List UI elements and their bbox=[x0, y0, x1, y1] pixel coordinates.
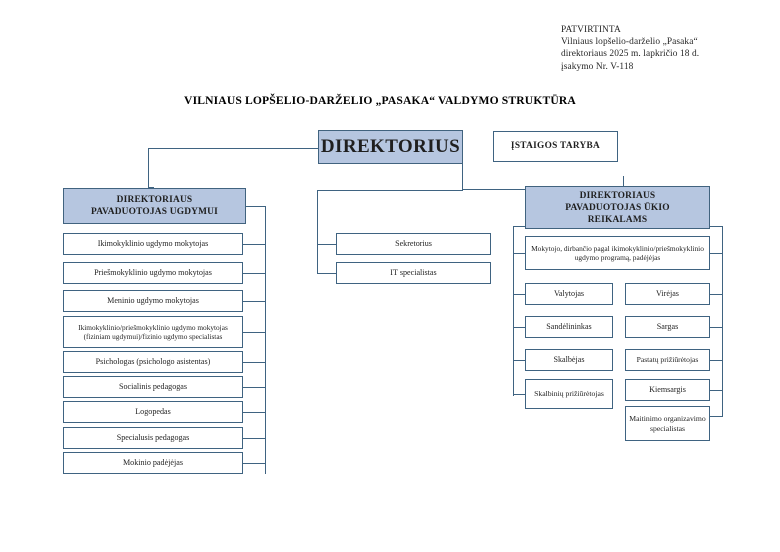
stub-rcola-1 bbox=[513, 327, 526, 329]
stub-center-1 bbox=[317, 273, 337, 275]
approval-line-3: direktoriaus 2025 m. lapkričio 18 d. bbox=[561, 49, 700, 60]
stub-center-0 bbox=[317, 244, 337, 246]
node-meninio-ugdymo-mokytojas[interactable]: Meninio ugdymo mokytojas bbox=[63, 290, 243, 312]
spine-left bbox=[265, 206, 267, 474]
node-socialinis-pedagogas[interactable]: Socialinis pedagogas bbox=[63, 376, 243, 398]
stub-rcolb-2 bbox=[710, 360, 723, 362]
connector-right-drop bbox=[623, 176, 625, 190]
node-kiemsargis[interactable]: Kiemsargis bbox=[625, 379, 710, 401]
node-skalbejas[interactable]: Skalbėjas bbox=[525, 349, 613, 371]
connector-left-drop bbox=[148, 148, 150, 188]
node-sandelininkas[interactable]: Sandėlininkas bbox=[525, 316, 613, 338]
approval-line-1: PATVIRTINTA bbox=[561, 25, 621, 35]
stub-center-top bbox=[317, 190, 463, 192]
node-logopedas[interactable]: Logopedas bbox=[63, 401, 243, 423]
approval-line-4: įsakymo Nr. V-118 bbox=[561, 61, 634, 72]
node-line-1: DIREKTORIAUS bbox=[579, 190, 656, 201]
stub-left-2 bbox=[243, 301, 266, 303]
stub-rcolb-0 bbox=[710, 294, 723, 296]
node-virejas[interactable]: Virėjas bbox=[625, 283, 710, 305]
node-skalbiniu-priziuretojas[interactable]: Skalbinių prižiūrėtojas bbox=[525, 379, 613, 409]
stub-left-0 bbox=[243, 244, 266, 246]
stub-left-6 bbox=[243, 412, 266, 414]
node-sekretorius[interactable]: Sekretorius bbox=[336, 233, 491, 255]
connector-left-into-head bbox=[148, 187, 154, 189]
stub-left-7 bbox=[243, 438, 266, 440]
node-mokytojo-padejejas[interactable]: Mokytojo, dirbančio pagal ikimokyklinio/… bbox=[525, 236, 710, 270]
connector-root-down bbox=[462, 164, 464, 190]
node-specialusis-pedagogas[interactable]: Specialusis pedagogas bbox=[63, 427, 243, 449]
stub-right-wide-right bbox=[710, 253, 723, 255]
node-it-specialistas[interactable]: IT specialistas bbox=[336, 262, 491, 284]
node-line-3: REIKALAMS bbox=[587, 214, 648, 225]
stub-rcola-2 bbox=[513, 360, 526, 362]
node-psichologas[interactable]: Psichologas (psichologo asistentas) bbox=[63, 351, 243, 373]
stub-left-3 bbox=[243, 332, 266, 334]
node-maitinimo-organizavimo-specialistas[interactable]: Maitinimo organizavimo specialistas bbox=[625, 406, 710, 441]
page-title: VILNIAUS LOPŠELIO-DARŽELIO „PASAKA“ VALD… bbox=[184, 94, 576, 107]
stub-left-1 bbox=[243, 273, 266, 275]
stub-rcola-3 bbox=[513, 394, 526, 396]
stub-rcolb-3 bbox=[710, 390, 723, 392]
node-fizinio-ugdymo-specialistas[interactable]: Ikimokyklinio/priešmokyklinio ugdymo mok… bbox=[63, 316, 243, 348]
stub-left-4 bbox=[243, 362, 266, 364]
stub-left-head bbox=[246, 206, 266, 208]
stub-left-5 bbox=[243, 387, 266, 389]
stub-rcola-0 bbox=[513, 294, 526, 296]
node-priesmokyklinio-ugdymo-mokytojas[interactable]: Priešmokyklinio ugdymo mokytojas bbox=[63, 262, 243, 284]
node-mokinio-padejejas[interactable]: Mokinio padėjėjas bbox=[63, 452, 243, 474]
node-line-2: PAVADUOTOJAS UGDYMUI bbox=[90, 207, 218, 217]
stub-right-head-right bbox=[710, 226, 723, 228]
spine-right-inner bbox=[513, 226, 515, 396]
spine-right-outer bbox=[722, 226, 724, 416]
node-line-2: PAVADUOTOJAS ŪKIO bbox=[565, 202, 670, 213]
approval-line-2: Vilniaus lopšelio-darželio „Pasaka“ bbox=[561, 37, 698, 48]
node-direktorius[interactable]: DIREKTORIUS bbox=[318, 130, 463, 164]
stub-rcolb-4 bbox=[710, 416, 723, 418]
node-pastatu-priziuretojas[interactable]: Pastatų prižiūrėtojas bbox=[625, 349, 710, 371]
node-pavaduotojas-ugdymui[interactable]: DIREKTORIAUS PAVADUOTOJAS UGDYMUI bbox=[63, 188, 246, 224]
connector-root-to-left bbox=[148, 148, 318, 150]
node-pavaduotojas-ukio-reikalams[interactable]: DIREKTORIAUS PAVADUOTOJAS ŪKIO REIKALAMS bbox=[525, 186, 710, 229]
node-ikimokyklinio-ugdymo-mokytojas[interactable]: Ikimokyklinio ugdymo mokytojas bbox=[63, 233, 243, 255]
stub-left-8 bbox=[243, 463, 266, 465]
node-valytojas[interactable]: Valytojas bbox=[525, 283, 613, 305]
approval-block: PATVIRTINTA Vilniaus lopšelio-darželio „… bbox=[561, 24, 776, 73]
stub-rcolb-1 bbox=[710, 327, 723, 329]
spine-center bbox=[317, 190, 319, 274]
node-sargas[interactable]: Sargas bbox=[625, 316, 710, 338]
stub-right-wide-left bbox=[513, 253, 526, 255]
node-line-1: DIREKTORIAUS bbox=[116, 195, 193, 205]
stub-right-head-left bbox=[513, 226, 525, 228]
node-istaigos-taryba[interactable]: ĮSTAIGOS TARYBA bbox=[493, 131, 618, 162]
